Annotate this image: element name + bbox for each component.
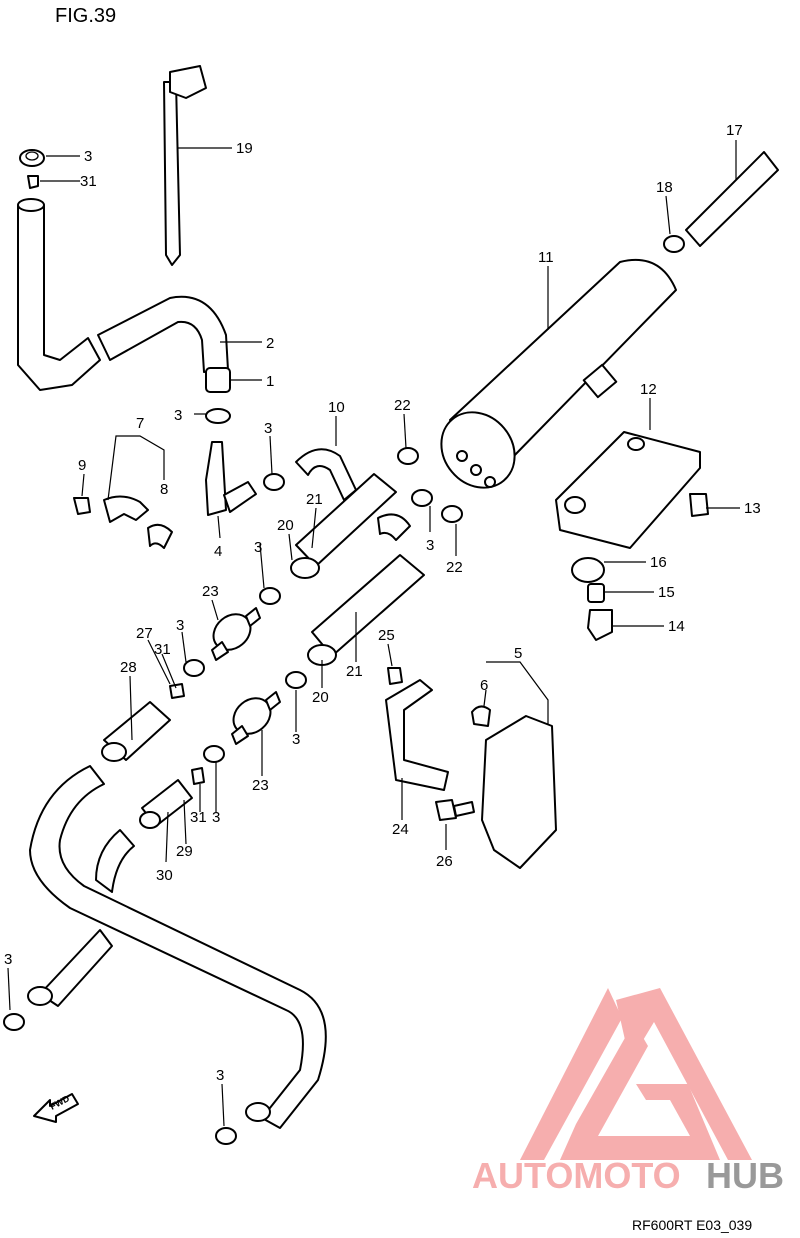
pipe-21-lower [307,554,425,666]
callout: 14 [668,618,685,635]
callout: 3 [292,731,300,748]
valve-23-lower [231,691,281,745]
hose-clamp [441,505,463,523]
callout: 13 [744,500,761,517]
callout: 1 [266,373,274,390]
cap-31 [191,767,205,785]
callout: 31 [154,641,171,658]
hose-clamp [259,587,281,605]
cap-31 [169,683,185,699]
cable-tie-19 [163,65,207,266]
bolt-25 [387,667,403,685]
hose-28 [101,701,171,762]
callout: 31 [190,809,207,826]
hose-29 [139,779,193,829]
callout: 18 [656,179,673,196]
hose-clamp [183,659,205,677]
figure-title: FIG.39 [55,5,116,27]
callout-labels: 1 2 3 3 3 3 3 3 3 3 3 3 4 5 6 7 8 9 10 1… [4,122,761,1084]
callout: 12 [640,381,657,398]
callout: 28 [120,659,137,676]
callout: 22 [394,397,411,414]
callout: 20 [277,517,294,534]
hose-clamp [411,489,433,507]
hose-clamp [203,745,225,763]
callout: 3 [176,617,184,634]
callout: 16 [650,554,667,571]
callout: 4 [214,543,222,560]
cushion-6 [471,705,491,727]
callout: 3 [426,537,434,554]
bolt-13 [689,493,709,517]
callout: 3 [264,420,272,437]
hose-10 [295,448,411,541]
hose-clamp [215,1127,237,1145]
hose-2 [17,198,229,391]
tube-17 [685,151,779,247]
callout: 11 [538,249,554,266]
bracket-5 [481,715,557,869]
canister-11 [440,258,677,489]
callout: 31 [80,173,97,190]
watermark-text-hub: HUB [706,1155,784,1196]
callout: 15 [658,584,675,601]
callout: 6 [480,677,488,694]
collar-15 [587,583,605,603]
fwd-arrow-icon: FWD [33,1093,79,1123]
callout: 10 [328,399,345,416]
callout: 3 [254,539,262,556]
callout: 25 [378,627,395,644]
callout: 23 [202,583,219,600]
callout: 2 [266,335,274,352]
cushion-16 [571,557,605,583]
callout: 3 [216,1067,224,1084]
callout: 22 [446,559,463,576]
hose-clamp [263,473,285,491]
callout: 24 [392,821,409,838]
callout: 17 [726,122,743,139]
cushion-8 [147,523,173,549]
watermark-text-primary: AUTOMOTO [472,1155,681,1196]
clamp-18 [663,235,685,253]
hose-clamp [205,408,231,424]
hose-clamp [19,149,45,167]
bracket-7 [103,495,149,523]
callout: 19 [236,140,253,157]
callout: 3 [4,951,12,968]
bracket-24 [385,679,449,791]
callout: 9 [78,457,86,474]
pipe-1 [205,367,231,393]
callout: 21 [306,491,323,508]
hose-clamp [3,1013,25,1031]
callout: 21 [346,663,363,680]
callout: 7 [136,415,144,432]
bolt-26 [435,799,475,821]
callout: 8 [160,481,168,498]
figure-code: RF600RT E03_039 [632,1217,752,1233]
callout: 23 [252,777,269,794]
bracket-12 [555,431,701,549]
callout: 5 [514,645,522,662]
bolt-9 [73,497,91,515]
callout: 20 [312,689,329,706]
callout: 30 [156,867,173,884]
bolt-14 [587,609,613,641]
callout: 29 [176,843,193,860]
drain-hose-30 [27,765,327,1129]
joint-4 [205,441,257,516]
callout: 26 [436,853,453,870]
callout: 3 [174,407,182,424]
watermark-logo: AUTOMOTO HUB [472,988,784,1196]
hose-clamp [397,447,419,465]
pipe-21-upper [290,473,397,579]
cap-31 [27,175,39,189]
callout: 3 [84,148,92,165]
callout: 3 [212,809,220,826]
hose-clamp [285,671,307,689]
callout: 27 [136,625,153,642]
leader-lines [7,140,740,1127]
valve-23-upper [211,607,261,661]
